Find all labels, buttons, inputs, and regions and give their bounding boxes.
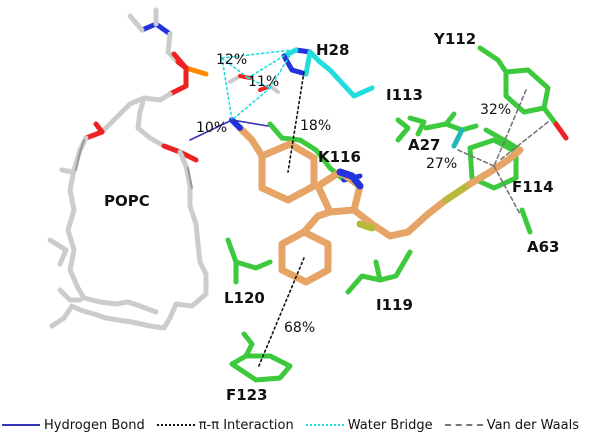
legend-label-pi-pi: π-π Interaction: [198, 417, 294, 433]
interaction-lines: [189, 49, 549, 369]
residue-label-y112: Y112: [433, 30, 476, 48]
legend: Hydrogen Bond π-π Interaction Water Brid…: [0, 414, 602, 436]
legend-item-pi-pi: π-π Interaction: [156, 417, 294, 433]
popc-lipid: [47, 7, 209, 331]
ligand-sticks: [229, 117, 524, 286]
residue-i119-sticks: [345, 249, 413, 295]
residue-label-f123: F123: [226, 386, 268, 404]
residue-label-a27: A27: [408, 136, 440, 154]
legend-item-water-bridge: Water Bridge: [305, 417, 433, 433]
legend-swatch-hydrogen-bond: [2, 424, 40, 426]
residue-label-i113: I113: [386, 86, 423, 104]
residue-l120-sticks: [225, 237, 273, 285]
residue-f123-sticks: [229, 331, 293, 383]
percent-label-water-bridge-1: 12%: [216, 52, 247, 68]
pi-pi-lines: [257, 71, 305, 369]
residue-a27-sticks: [423, 111, 479, 133]
legend-item-hydrogen-bond: Hydrogen Bond: [2, 418, 145, 433]
residue-label-k116: K116: [318, 148, 361, 166]
vdw-lines: [457, 89, 549, 215]
residue-i113-sticks: [395, 115, 427, 143]
percent-label-vdw-y112: 32%: [480, 102, 511, 118]
legend-swatch-van-der-waals: [444, 424, 483, 426]
popc-label: POPC: [104, 192, 150, 210]
residue-label-l120: L120: [224, 289, 265, 307]
residue-k116-sticks: [267, 121, 347, 183]
residue-f114-sticks: [467, 127, 523, 191]
percent-label-pi-pi-h28: 18%: [300, 118, 331, 134]
percent-label-hydrogen-bond: 10%: [196, 120, 227, 136]
legend-label-water-bridge: Water Bridge: [347, 417, 433, 433]
percent-label-vdw-f114: 27%: [426, 156, 457, 172]
legend-swatch-pi-pi: [156, 424, 195, 426]
legend-swatch-water-bridge: [305, 424, 344, 426]
hydrogen-bond-lines: [189, 119, 269, 141]
residue-label-h28: H28: [316, 41, 349, 59]
percent-label-pi-pi-f123: 68%: [284, 320, 315, 336]
legend-item-van-der-waals: Van der Waals: [444, 417, 579, 433]
residue-label-f114: F114: [512, 178, 554, 196]
legend-label-hydrogen-bond: Hydrogen Bond: [44, 417, 145, 433]
residue-a63-sticks: [519, 207, 533, 235]
binding-site-diagram: POPC H28 I113 K116 Y112 A27 F114 A63 L12…: [47, 7, 569, 404]
residue-label-a63: A63: [527, 238, 559, 256]
residue-label-i119: I119: [376, 296, 413, 314]
percent-label-water-bridge-2: 11%: [248, 74, 279, 90]
residue-y112-sticks: [477, 45, 559, 127]
legend-label-van-der-waals: Van der Waals: [486, 417, 579, 433]
water-bridge-lines: [221, 49, 293, 121]
